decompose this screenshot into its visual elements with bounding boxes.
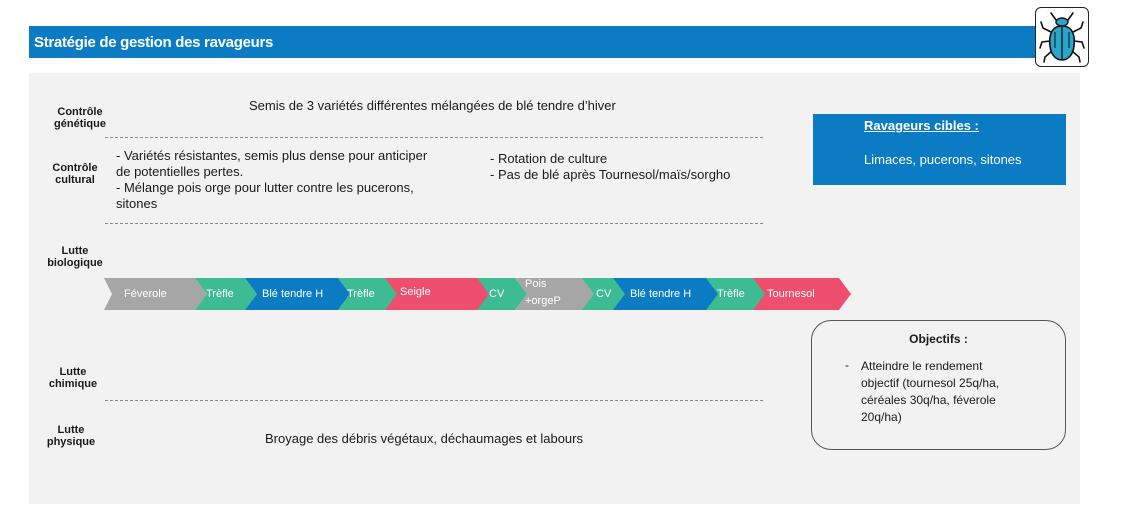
target-pests-box: Ravageurs cibles : Limaces, pucerons, si… xyxy=(813,114,1066,185)
row-separator xyxy=(105,137,763,138)
genetic-control-text: Semis de 3 variétés différentes mélangée… xyxy=(249,98,616,113)
rotation-step-1: Féverole xyxy=(104,278,207,310)
target-pests-list: Limaces, pucerons, sitones xyxy=(864,152,1022,167)
rotation-step-8: CV xyxy=(582,278,626,310)
cultural-control-left-text: - Variétés résistantes, semis plus dense… xyxy=(116,148,428,211)
title-bar xyxy=(29,26,1039,58)
cultural-control-right-text: - Rotation de culture - Pas de blé après… xyxy=(490,151,731,182)
physical-control-text: Broyage des débris végétaux, déchaumages… xyxy=(265,431,583,446)
rotation-step-3: Blé tendre H xyxy=(245,278,350,310)
objectives-box: Objectifs : - Atteindre le rendement obj… xyxy=(811,320,1066,450)
rotation-step-4: Trèfle xyxy=(338,278,398,310)
row-separator xyxy=(105,223,763,224)
rotation-step-10: Trèfle xyxy=(706,278,766,310)
objectives-bullet: - xyxy=(845,358,849,372)
objectives-title: Objectifs : xyxy=(909,332,968,346)
rotation-step-7: Pois +orgeP xyxy=(515,278,595,310)
target-pests-title: Ravageurs cibles : xyxy=(864,118,979,133)
rotation-step-2: Trèfle xyxy=(195,278,257,310)
rotation-step-6: CV xyxy=(477,278,527,310)
objectives-text: Atteindre le rendement objectif (tournes… xyxy=(861,359,1000,424)
rotation-step-5: Seigle xyxy=(385,278,490,310)
row-separator xyxy=(105,400,763,401)
rotation-step-9: Blé tendre H xyxy=(613,278,723,310)
page-title: Stratégie de gestion des ravageurs xyxy=(34,34,274,51)
rotation-step-11: Tournesol xyxy=(753,278,851,310)
beetle-icon xyxy=(1035,7,1089,67)
